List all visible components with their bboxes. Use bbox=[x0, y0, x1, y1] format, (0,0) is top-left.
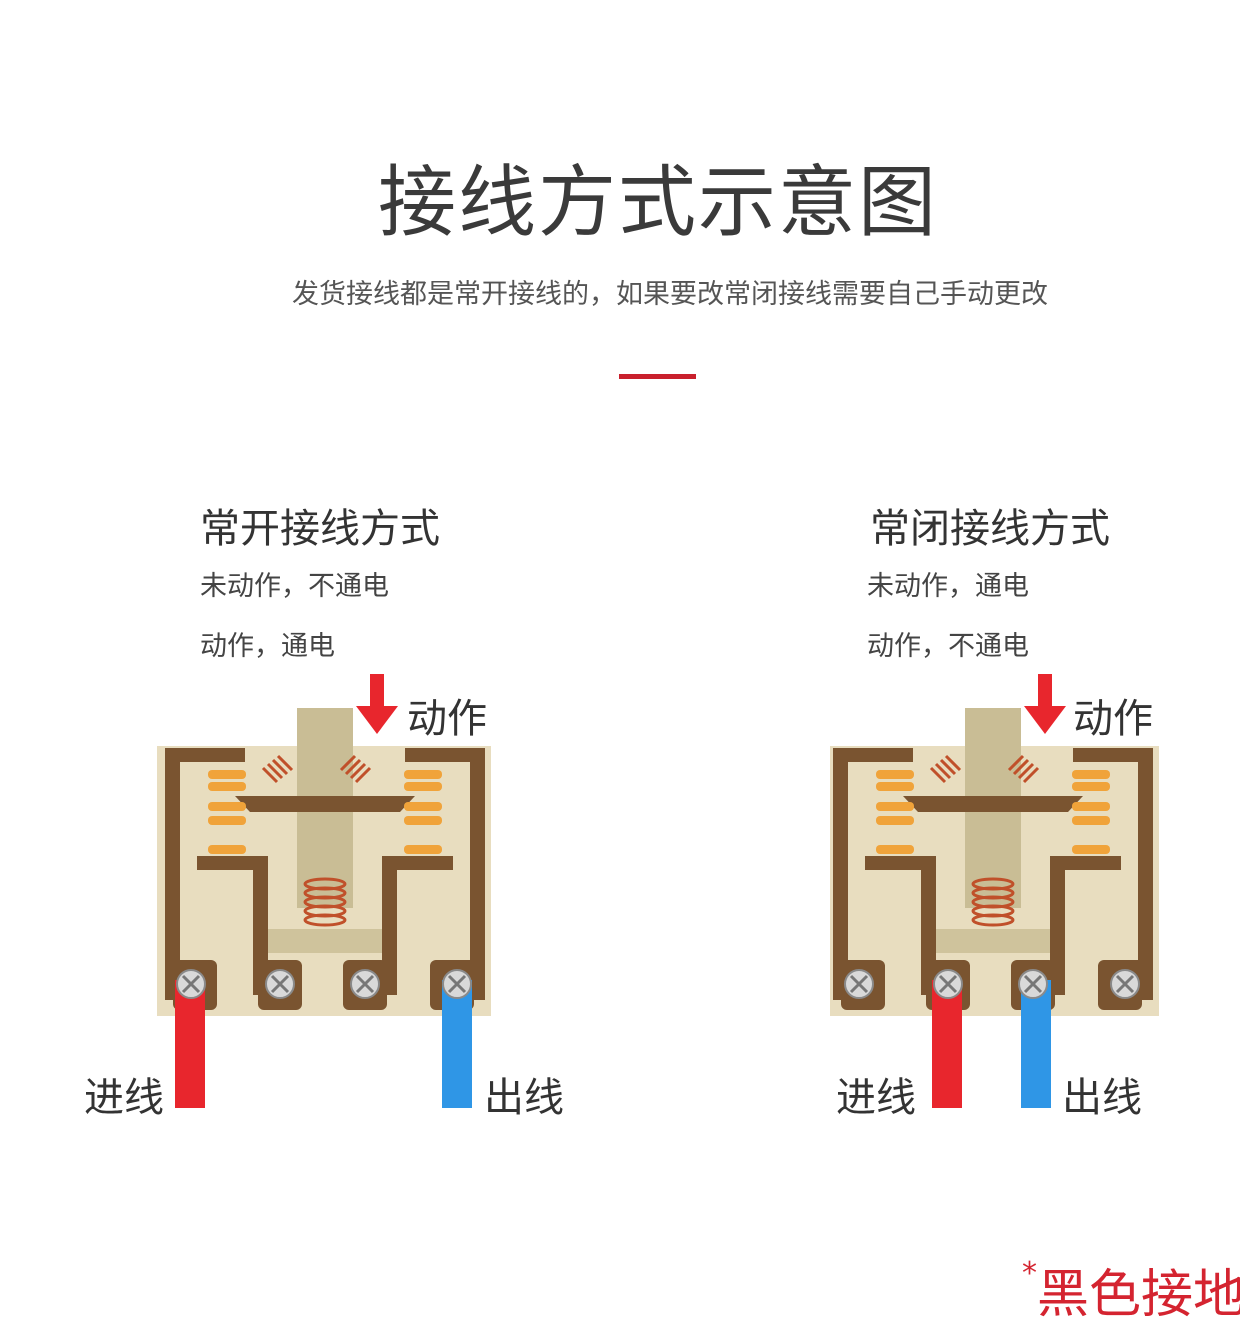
screw-icon bbox=[176, 969, 472, 999]
action-label: 动作 bbox=[407, 696, 487, 742]
action-arrow-icon bbox=[356, 674, 398, 734]
state-unactuated-text: 未动作，通电 bbox=[867, 571, 1029, 602]
normally-open-panel: 常开接线方式 未动作，不通电 动作，通电 动作 进线 出线 bbox=[80, 490, 620, 1130]
state-actuated-text: 动作，通电 bbox=[200, 631, 335, 662]
normally-closed-panel: 常闭接线方式 未动作，通电 动作，不通电 动作 进线 出线 bbox=[830, 490, 1240, 1130]
outgoing-wire-label: 出线 bbox=[484, 1075, 564, 1121]
incoming-wire-label: 进线 bbox=[84, 1075, 164, 1121]
outgoing-wire bbox=[1021, 980, 1051, 1108]
note-asterisk: * bbox=[1022, 1256, 1037, 1291]
title-divider bbox=[619, 374, 696, 379]
state-actuated-text: 动作，不通电 bbox=[867, 631, 1029, 662]
page-title: 接线方式示意图 bbox=[377, 158, 938, 248]
panel-title: 常开接线方式 bbox=[200, 506, 440, 552]
action-arrow-icon bbox=[1024, 674, 1066, 734]
incoming-wire bbox=[932, 980, 962, 1108]
coil-spring-icon bbox=[303, 877, 347, 927]
screw-icon bbox=[844, 969, 1140, 999]
outgoing-wire bbox=[442, 980, 472, 1108]
incoming-wire bbox=[175, 980, 205, 1108]
note-text: 黑色接地 bbox=[1037, 1265, 1240, 1325]
state-unactuated-text: 未动作，不通电 bbox=[200, 571, 389, 602]
panel-title: 常闭接线方式 bbox=[870, 506, 1110, 552]
page-subtitle: 发货接线都是常开接线的，如果要改常闭接线需要自己手动更改 bbox=[292, 279, 1048, 310]
switch-diagram bbox=[157, 674, 491, 1108]
switch-diagram bbox=[830, 674, 1159, 1108]
action-label: 动作 bbox=[1073, 696, 1153, 742]
incoming-wire-label: 进线 bbox=[836, 1075, 916, 1121]
ground-note: *黑色接地 bbox=[1022, 1252, 1240, 1327]
outgoing-wire-label: 出线 bbox=[1062, 1075, 1142, 1121]
coil-spring-icon bbox=[971, 877, 1015, 927]
